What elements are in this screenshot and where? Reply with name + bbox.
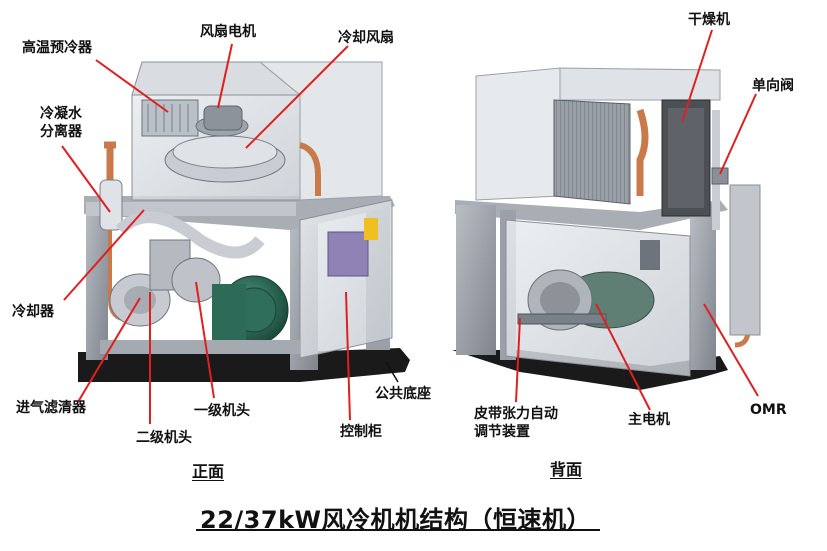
label-check-valve: 单向阀 <box>752 78 794 94</box>
view-label-front: 正面 <box>192 462 225 481</box>
label-hot-precooler: 高温预冷器 <box>22 40 92 56</box>
label-condensate-separator-line1: 冷凝水 <box>40 106 82 122</box>
check-valve-shape <box>711 167 729 185</box>
front-unit <box>78 61 410 382</box>
leader-hot-precooler <box>95 59 169 113</box>
back-cooler-fins <box>553 99 631 205</box>
back-unit <box>452 67 761 390</box>
leader-cooling-fan <box>245 45 349 149</box>
separator-shape <box>99 179 123 231</box>
back-base <box>452 350 728 390</box>
stage1-head-shape <box>171 257 221 303</box>
label-omr: OMR <box>750 402 787 418</box>
label-cooler: 冷却器 <box>12 304 54 320</box>
leader-cooler <box>63 209 145 301</box>
label-belt-tensioner-line2: 调节装置 <box>474 424 530 440</box>
leader-stage1-head <box>195 281 215 399</box>
leader-main-motor <box>595 303 651 411</box>
label-cooling-fan: 冷却风扇 <box>338 30 394 46</box>
front-frame-leg <box>86 200 108 360</box>
belt-tensioner-shape <box>517 313 607 325</box>
label-stage2-head: 二级机头 <box>136 430 192 446</box>
control-box <box>327 231 369 277</box>
label-dryer: 干燥机 <box>688 12 730 28</box>
leader-intake-filter <box>77 297 141 403</box>
leader-omr <box>703 303 759 397</box>
back-top-deck <box>455 200 728 230</box>
label-intake-filter: 进气滤清器 <box>16 400 86 416</box>
leader-lines-black <box>385 361 399 383</box>
leader-dryer <box>681 29 713 123</box>
front-base <box>78 348 410 382</box>
fan-motor-shape <box>203 105 243 131</box>
label-common-base: 公共底座 <box>375 386 431 402</box>
control-cabinet-body <box>299 199 393 359</box>
leader-separator <box>61 145 111 213</box>
leader-lines <box>61 29 759 424</box>
leader-control-cabinet <box>345 291 351 421</box>
label-condensate-separator-line2: 分离器 <box>40 124 82 140</box>
label-fan-motor: 风扇电机 <box>200 24 256 40</box>
leader-common-base <box>385 361 399 383</box>
leader-check-valve <box>719 93 757 175</box>
label-main-motor: 主电机 <box>628 412 670 428</box>
label-control-cabinet: 控制柜 <box>340 424 382 440</box>
view-label-back: 背面 <box>550 460 583 479</box>
leader-belt-tensioner <box>515 317 521 403</box>
leader-fan-motor <box>217 43 233 109</box>
title-underline <box>196 529 600 531</box>
precooler-coil <box>141 99 199 137</box>
label-belt-tensioner-line1: 皮带张力自动 <box>474 406 558 422</box>
label-stage1-head: 一级机头 <box>194 403 250 419</box>
